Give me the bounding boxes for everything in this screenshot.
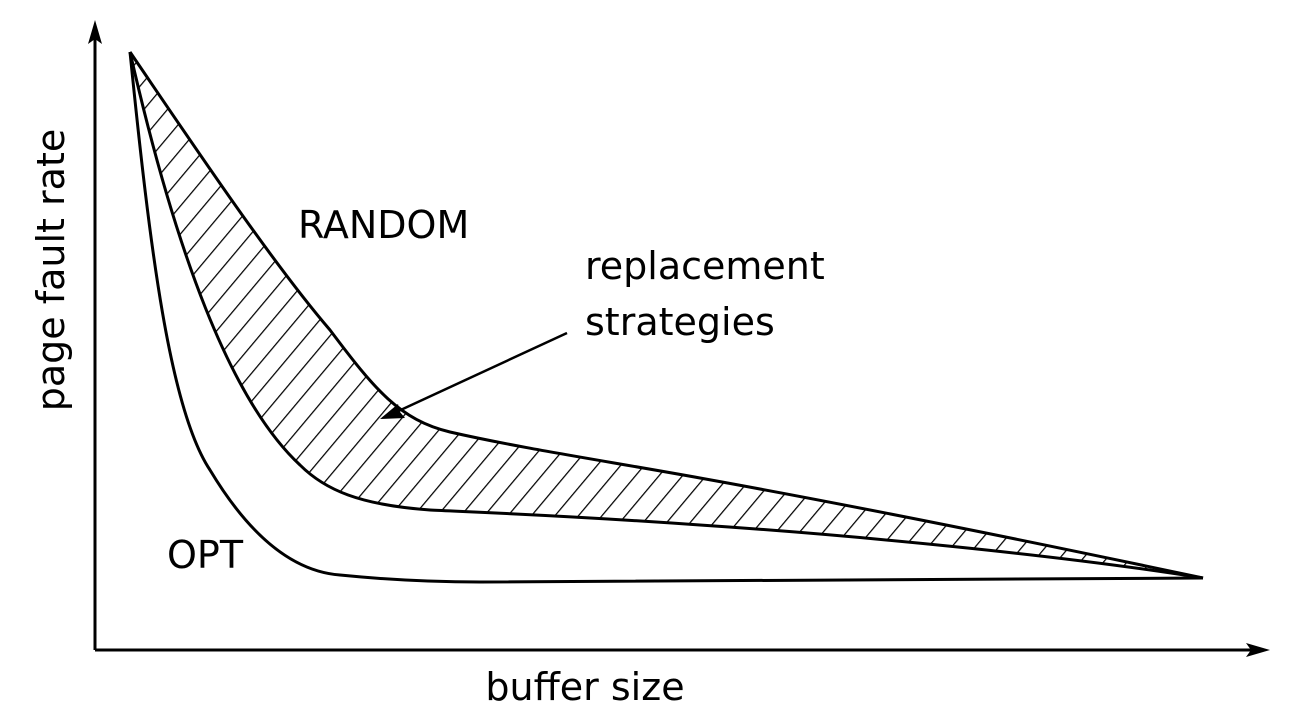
strategy-curve [128,51,1204,580]
y-axis-arrowhead [88,20,102,44]
y-axis-label: page fault rate [29,129,73,411]
random-label: RANDOM [298,203,469,247]
opt-curve [128,51,1204,584]
annotation-line-1: replacement [585,244,825,288]
random-curve [128,51,1204,580]
annotation-line-2: strategies [585,300,775,344]
opt-label: OPT [167,533,244,577]
x-axis-label: buffer size [485,665,684,709]
x-axis-arrowhead [1246,643,1270,657]
annotation-arrow-line [391,331,568,416]
annotation-arrowhead [380,404,405,419]
